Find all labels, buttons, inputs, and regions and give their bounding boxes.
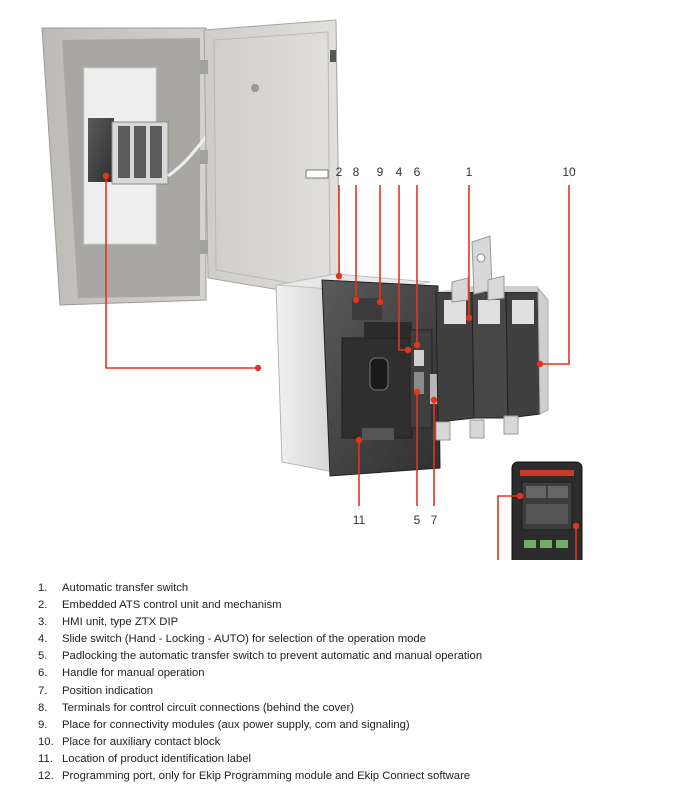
legend-number: 5. [38,650,48,663]
hmi-unit [511,461,583,560]
enclosure-switch [88,118,169,185]
component-legend: 1. Automatic transfer switch 2. Embedded A… [38,580,678,785]
callout-8: 8 [353,165,360,179]
legend-number: 7. [38,684,48,697]
legend-item: 3. HMI unit, type ZTX DIP [38,614,678,631]
legend-text: Place for connectivity modules (aux powe… [62,718,410,731]
leader-10 [540,185,570,365]
legend-text: Padlocking the automatic transfer switch… [62,650,483,663]
callout-2: 2 [336,165,343,179]
callout-leaders [102,172,580,560]
legend-number: 2. [38,599,48,612]
enclosure [41,19,341,306]
callout-11: 11 [353,513,366,527]
legend-item: 5. Padlocking the automatic transfer swit… [38,648,678,665]
legend-number: 8. [38,701,48,714]
transfer-switch [275,235,549,477]
legend-number: 12. [38,770,54,783]
hmi-button [524,540,536,548]
switch-poles [435,286,549,423]
legend-item: 10. Place for auxiliary contact block [38,734,678,751]
legend-text: Programming port, only for Ekip Programm… [62,770,471,783]
legend-item: 4. Slide switch (Hand - Locking - AUTO) f… [38,631,678,648]
padlock-bracket [414,372,424,394]
legend-text: Slide switch (Hand - Locking - AUTO) for… [62,633,426,646]
legend-item: 11. Location of product identification la… [38,751,678,768]
handle-slot [369,357,389,391]
legend-number: 11. [38,752,53,765]
legend-item: 2. Embedded ATS control unit and mechanis… [38,597,678,614]
legend-item: 9. Place for connectivity modules (aux po… [38,717,678,734]
terminal-bars [435,235,519,441]
id-label-area [362,428,394,440]
legend-text: Handle for manual operation [62,667,205,680]
door-handle [305,169,329,179]
legend-text: Automatic transfer switch [62,582,189,594]
legend-number: 6. [38,667,48,680]
legend-number: 10. [38,735,54,748]
callout-9: 9 [377,165,384,179]
product-illustration: 2 8 9 4 6 1 10 11 5 7 12 3 [41,19,583,560]
leader-12 [497,495,520,560]
callout-labels: 2 8 9 4 6 1 10 11 5 7 12 3 [336,165,576,527]
callout-10: 10 [562,165,576,179]
legend-text: Place for auxiliary contact block [62,735,221,748]
legend-text: Embedded ATS control unit and mechanism [62,599,282,612]
callout-6: 6 [414,165,421,179]
position-indicator [430,374,440,404]
legend-number: 1. [38,582,48,594]
legend-number: 3. [38,616,48,629]
legend-item: 8. Terminals for control circuit connecti… [38,700,678,717]
hmi-button [540,540,552,548]
enclosure-door [203,19,341,301]
leader-enclosure [105,176,258,369]
legend-text: Position indication [62,684,154,697]
legend-text: Location of product identification label [62,752,252,765]
callout-1: 1 [466,165,473,179]
callout-7: 7 [431,513,438,527]
callout-5: 5 [414,513,421,527]
hmi-button [556,540,568,548]
legend-item: 12. Programming port, only for Ekip Progr… [38,768,678,785]
legend-item: 6. Handle for manual operation [38,665,678,682]
legend-number: 4. [38,633,48,646]
legend-text: Terminals for control circuit connection… [62,701,354,714]
legend-number: 9. [38,718,48,731]
callout-4: 4 [396,165,403,179]
legend-item: 7. Position indication [38,683,678,700]
legend-item: 1. Automatic transfer switch [38,580,678,597]
legend-text: HMI unit, type ZTX DIP [62,616,179,629]
slide-switch [414,350,424,366]
